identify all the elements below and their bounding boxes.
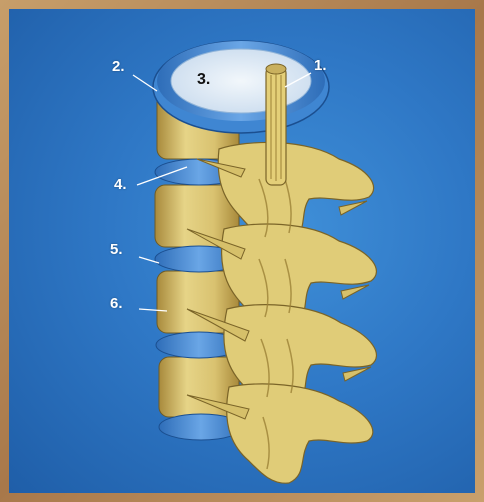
spinal-cord	[266, 64, 286, 185]
diagram-panel: 1. 2. 3. 4. 5. 6.	[9, 9, 475, 493]
label-3: 3.	[197, 71, 210, 89]
label-1: 1.	[314, 57, 327, 74]
posterior-elements	[218, 142, 376, 483]
label-6: 6.	[110, 295, 123, 312]
label-4: 4.	[114, 176, 127, 193]
label-5: 5.	[110, 241, 123, 258]
label-2: 2.	[112, 58, 125, 75]
spine-illustration	[9, 9, 475, 493]
top-disc-cross-section	[153, 41, 329, 133]
